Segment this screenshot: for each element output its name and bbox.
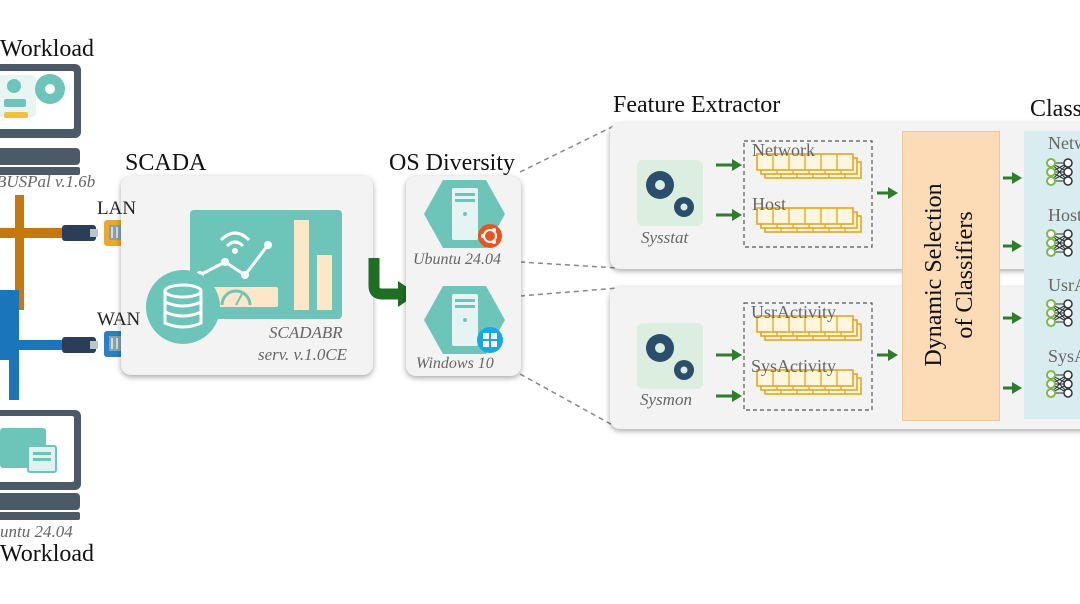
flow-arrow <box>1003 312 1022 324</box>
top-workstation-icon <box>0 64 81 175</box>
flow-arrow <box>716 159 742 171</box>
classifier-label-sysa: SysA <box>1048 346 1080 366</box>
sysmon-label: Sysmon <box>640 390 692 409</box>
windows-server-icon <box>424 286 505 354</box>
flow-arrow <box>1003 172 1022 184</box>
scada-dashboard-icon <box>190 210 342 319</box>
scada-title: SCADA <box>125 150 207 176</box>
flow-arrow <box>716 209 742 221</box>
feature-vector-stack <box>756 153 862 179</box>
wan-bus-horizontal <box>0 340 70 350</box>
top-host-caption: BUSPal v.1.6b <box>0 172 96 191</box>
feature-group-sysactivity: SysActivity <box>751 356 837 376</box>
flow-arrow <box>1003 382 1022 394</box>
top-workload-label: Workload <box>0 36 95 62</box>
flow-arrow <box>877 187 898 199</box>
classifier-network-icons <box>1046 158 1073 398</box>
feature-vector-stack <box>756 315 862 341</box>
wan-label: WAN <box>97 309 141 330</box>
feature-extractor-title: Feature Extractor <box>613 92 781 118</box>
sysstat-feature-group <box>743 140 873 248</box>
flow-arrows <box>716 159 1022 402</box>
neural-network-icon <box>1046 370 1073 398</box>
bottom-host-caption: untu 24.04 <box>0 522 73 541</box>
sysstat-gear-icon <box>637 160 703 226</box>
wan-bus-left <box>0 290 10 360</box>
scada-caption-line1: SCADABR <box>269 323 343 342</box>
lan-bus-vertical <box>15 195 24 310</box>
flow-arrow <box>716 390 742 402</box>
ubuntu-label: Ubuntu 24.04 <box>413 251 501 268</box>
feature-group-network: Network <box>752 140 815 160</box>
lan-bus-horizontal <box>0 228 70 238</box>
connector-bottom-upper <box>519 287 619 297</box>
classifier-label-netw: Netw <box>1048 133 1080 153</box>
sysstat-label: Sysstat <box>641 228 689 247</box>
lan-label: LAN <box>97 198 137 219</box>
flow-arrow <box>716 349 742 361</box>
classifier-label-usra: UsrA <box>1048 275 1080 295</box>
classifiers-title: Class <box>1030 96 1080 122</box>
classifier-label-host: Host <box>1048 205 1080 225</box>
feature-vector-stack <box>756 207 862 233</box>
sysmon-gear-icon <box>637 323 703 389</box>
flow-arrow <box>877 349 898 361</box>
feature-vector-stacks <box>756 153 862 395</box>
bottom-workstation-icon <box>0 410 81 520</box>
dynamic-selection-box <box>902 131 1000 421</box>
flow-arrow <box>1003 240 1022 252</box>
neural-network-icon <box>1046 299 1073 327</box>
neural-network-icon <box>1046 158 1073 186</box>
sysmon-feature-group <box>743 302 873 411</box>
feature-group-host: Host <box>752 194 787 214</box>
connector-bottom-lower <box>519 373 619 429</box>
ubuntu-server-icon <box>424 180 505 248</box>
connector-top-upper <box>519 123 619 173</box>
windows-label: Windows 10 <box>416 355 494 372</box>
feature-group-usractivity: UsrActivity <box>751 302 836 322</box>
database-icon <box>146 270 220 344</box>
feature-vector-stack <box>756 369 862 395</box>
connector-top-lower <box>519 261 619 269</box>
scada-caption-line2: serv. v.1.0CE <box>258 345 348 364</box>
os-diversity-title: OS Diversity <box>389 150 515 176</box>
neural-network-icon <box>1046 229 1073 257</box>
bottom-workload-label: Workload <box>0 541 95 567</box>
scada-to-os-arrow <box>368 258 400 300</box>
